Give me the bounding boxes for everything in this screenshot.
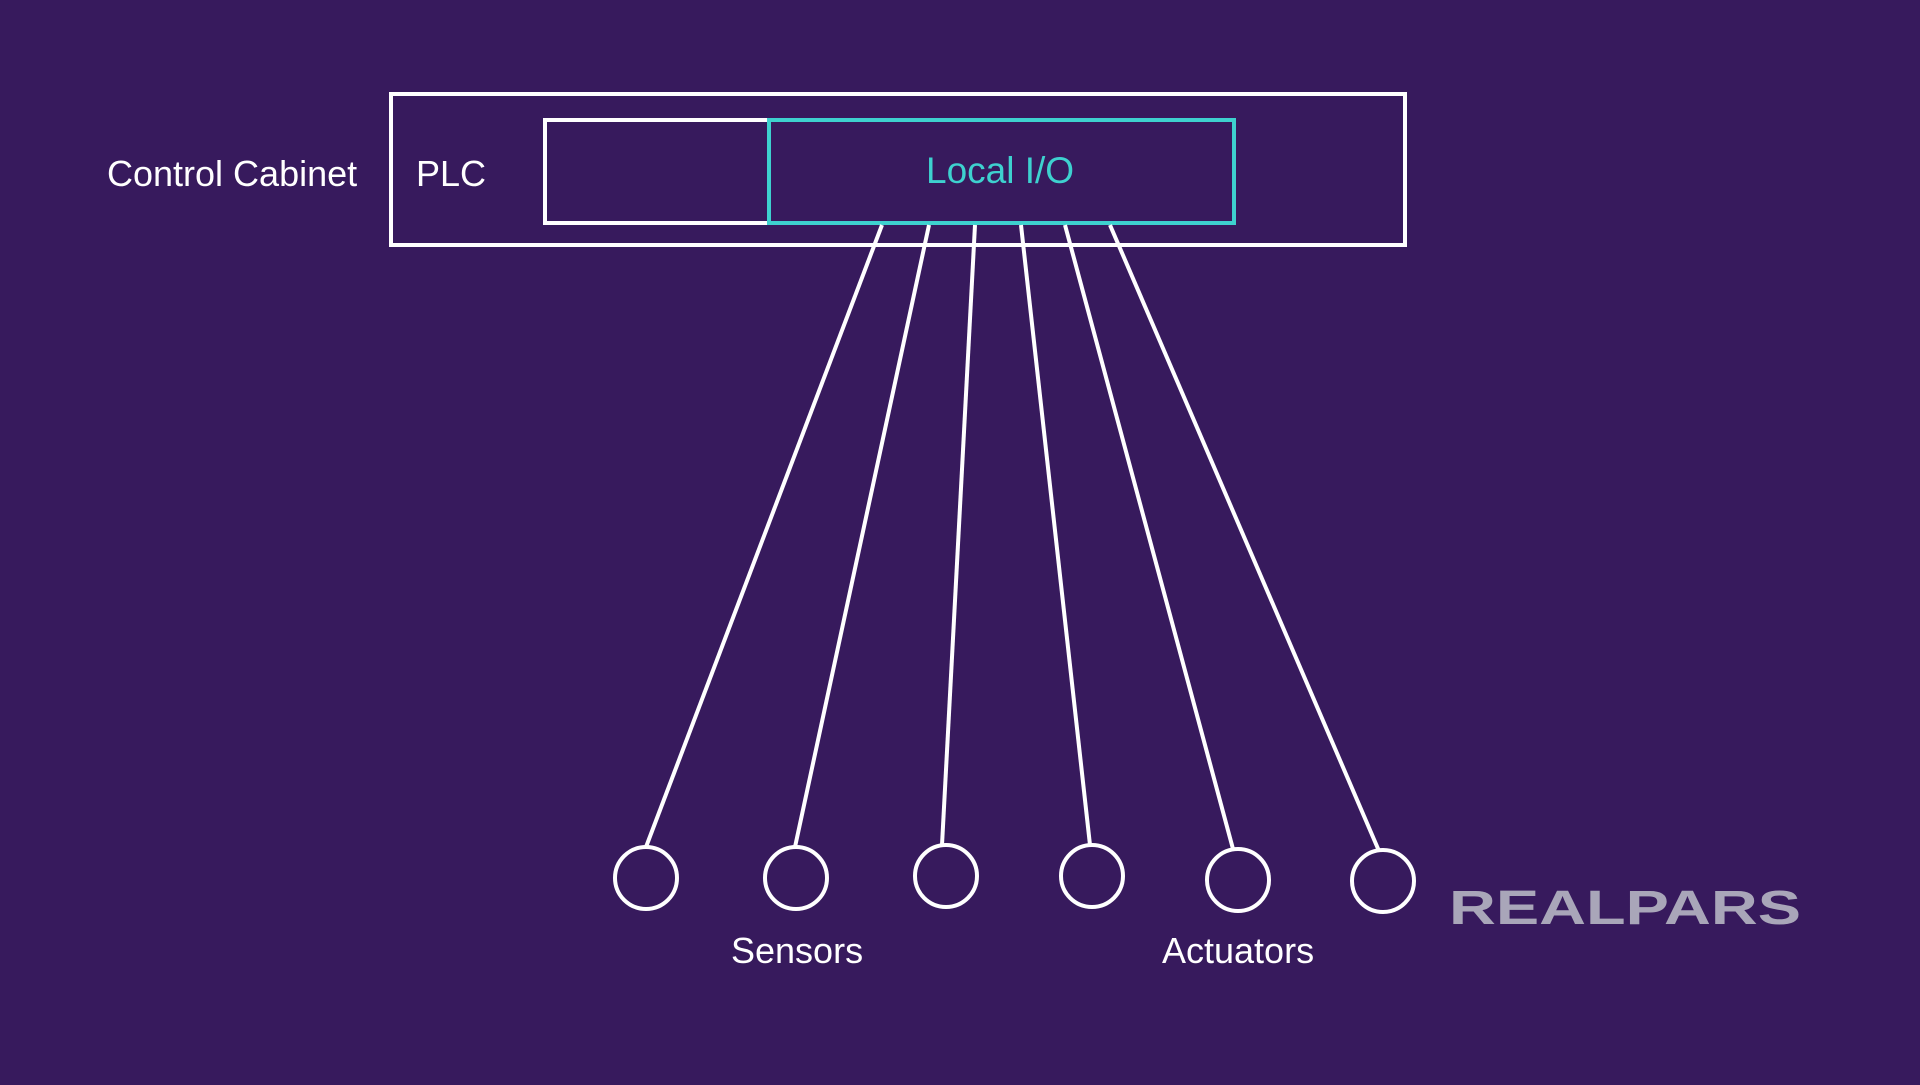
wire-sensor-1 [644,224,884,848]
actuator-2 [1205,847,1271,913]
local-io-box [767,118,1236,225]
wire-actuator-2 [1063,224,1235,850]
control-cabinet-box [389,92,1407,247]
realpars-logo-text: REALPARS [1449,882,1801,934]
wire-actuator-3 [1108,224,1381,852]
actuators-label: Actuators [1162,930,1315,971]
realpars-logo: REALPARS [1449,882,1801,934]
actuator-3 [1350,848,1416,914]
wire-actuator-1 [1019,224,1092,846]
field-devices [613,843,1416,914]
wire-sensor-2 [793,224,931,848]
sensor-2 [763,845,829,911]
sensor-1 [613,845,679,911]
control-cabinet-label: Control Cabinet [107,153,358,194]
wire-sensor-3 [940,224,977,846]
sensors-label: Sensors [731,930,864,971]
local-io-label: Local I/O [926,150,1075,191]
wires [644,224,1381,852]
sensor-3 [913,843,979,909]
plc-label: PLC [416,153,487,194]
actuator-1 [1059,843,1125,909]
plc-module-box [543,118,771,225]
